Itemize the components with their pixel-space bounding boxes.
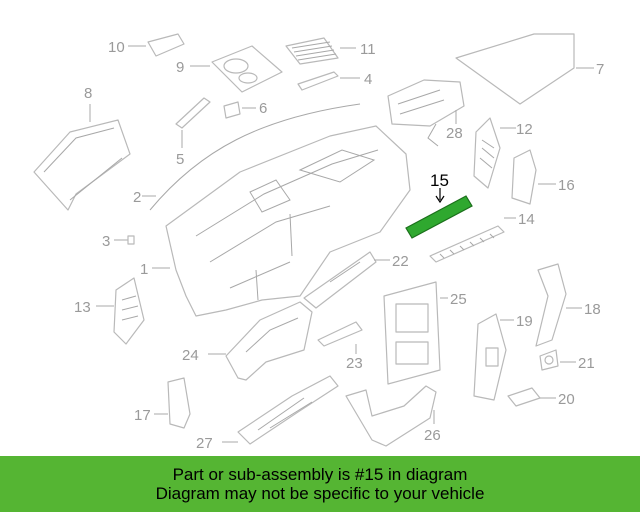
part-7: 7	[455, 33, 604, 105]
part-24: 24	[182, 301, 313, 381]
info-banner: Part or sub-assembly is #15 in diagram D…	[0, 456, 640, 512]
callout-3: 3	[102, 233, 110, 250]
callout-26: 26	[424, 427, 441, 444]
callout-28: 28	[446, 125, 463, 142]
callout-16: 16	[558, 177, 575, 194]
callout-25: 25	[450, 291, 467, 308]
callout-17: 17	[134, 407, 151, 424]
part-8: 8	[33, 85, 131, 211]
part-1: 1	[140, 125, 411, 317]
callout-24: 24	[182, 347, 199, 364]
callout-21: 21	[578, 355, 595, 372]
part-6: 6	[223, 100, 267, 119]
callout-1: 1	[140, 261, 148, 278]
callout-11: 11	[360, 41, 376, 58]
part-21: 21	[539, 349, 595, 372]
part-18: 18	[535, 263, 601, 347]
banner-line-1: Part or sub-assembly is #15 in diagram	[172, 465, 468, 484]
callout-12: 12	[516, 121, 533, 138]
part-25: 25	[383, 281, 467, 385]
callout-19: 19	[516, 313, 533, 330]
part-17: 17	[134, 377, 191, 429]
part-10: 10	[108, 33, 185, 57]
callout-27: 27	[196, 435, 213, 452]
callout-13: 13	[74, 299, 91, 316]
callout-4: 4	[364, 71, 372, 88]
banner-line-2: Diagram may not be specific to your vehi…	[155, 484, 485, 503]
part-9: 9	[176, 45, 283, 93]
part-28: 28	[387, 79, 465, 147]
callout-7: 7	[596, 61, 604, 78]
callout-2: 2	[133, 189, 141, 206]
callout-9: 9	[176, 59, 184, 76]
part-11: 11	[285, 37, 376, 65]
callout-14: 14	[518, 211, 535, 228]
part-12: 12	[473, 117, 533, 189]
parts-diagram: 10 9 11 4 6 5 8	[33, 33, 604, 452]
part-13: 13	[74, 277, 145, 345]
part-20: 20	[507, 387, 575, 408]
part-2: 2	[133, 103, 361, 211]
part-5: 5	[175, 97, 211, 168]
callout-18: 18	[584, 301, 601, 318]
part-27: 27	[196, 375, 339, 452]
callout-22: 22	[392, 253, 409, 270]
part-22: 22	[303, 251, 409, 309]
part-14: 14	[429, 211, 535, 263]
callout-10: 10	[108, 39, 125, 56]
callout-5: 5	[176, 151, 184, 168]
part-23: 23	[317, 321, 363, 372]
callout-23: 23	[346, 355, 363, 372]
part-4: 4	[297, 71, 372, 91]
callout-15: 15	[430, 171, 449, 190]
part-26: 26	[345, 385, 441, 447]
callout-8: 8	[84, 85, 92, 102]
part-19: 19	[473, 313, 533, 401]
part-15: 15	[405, 171, 473, 239]
part-3: 3	[102, 233, 135, 250]
part-16: 16	[511, 149, 575, 205]
callout-20: 20	[558, 391, 575, 408]
callout-6: 6	[259, 100, 267, 117]
